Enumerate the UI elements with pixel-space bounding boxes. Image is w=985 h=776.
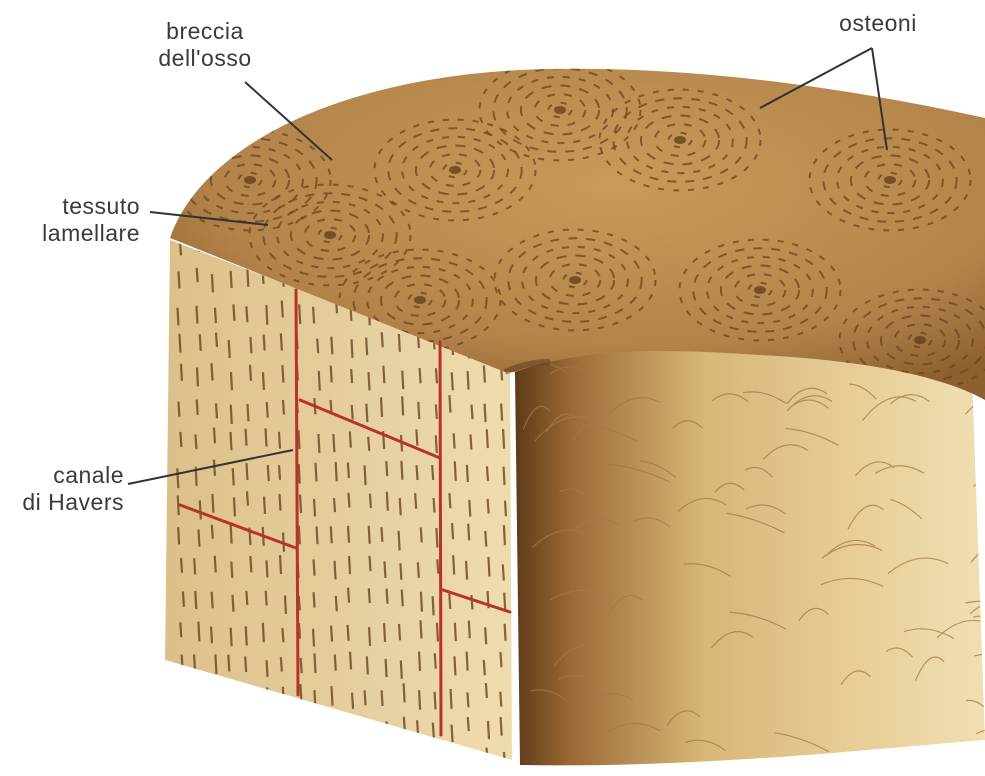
label-canale-line1: canale <box>0 462 124 489</box>
label-breccia-line2: dell'osso <box>140 45 270 72</box>
label-osteoni-line1: osteoni <box>818 10 938 37</box>
label-tessuto-line2: lamellare <box>10 220 140 247</box>
label-breccia-line1: breccia <box>140 18 270 45</box>
label-breccia-dell-osso: breccia dell'osso <box>140 18 270 72</box>
label-osteoni: osteoni <box>818 10 938 37</box>
outer-wall <box>515 320 985 765</box>
label-tessuto-line1: tessuto <box>10 193 140 220</box>
label-canale-di-havers: canale di Havers <box>0 462 124 516</box>
label-canale-line2: di Havers <box>0 489 124 516</box>
label-tessuto-lamellare: tessuto lamellare <box>10 193 140 247</box>
